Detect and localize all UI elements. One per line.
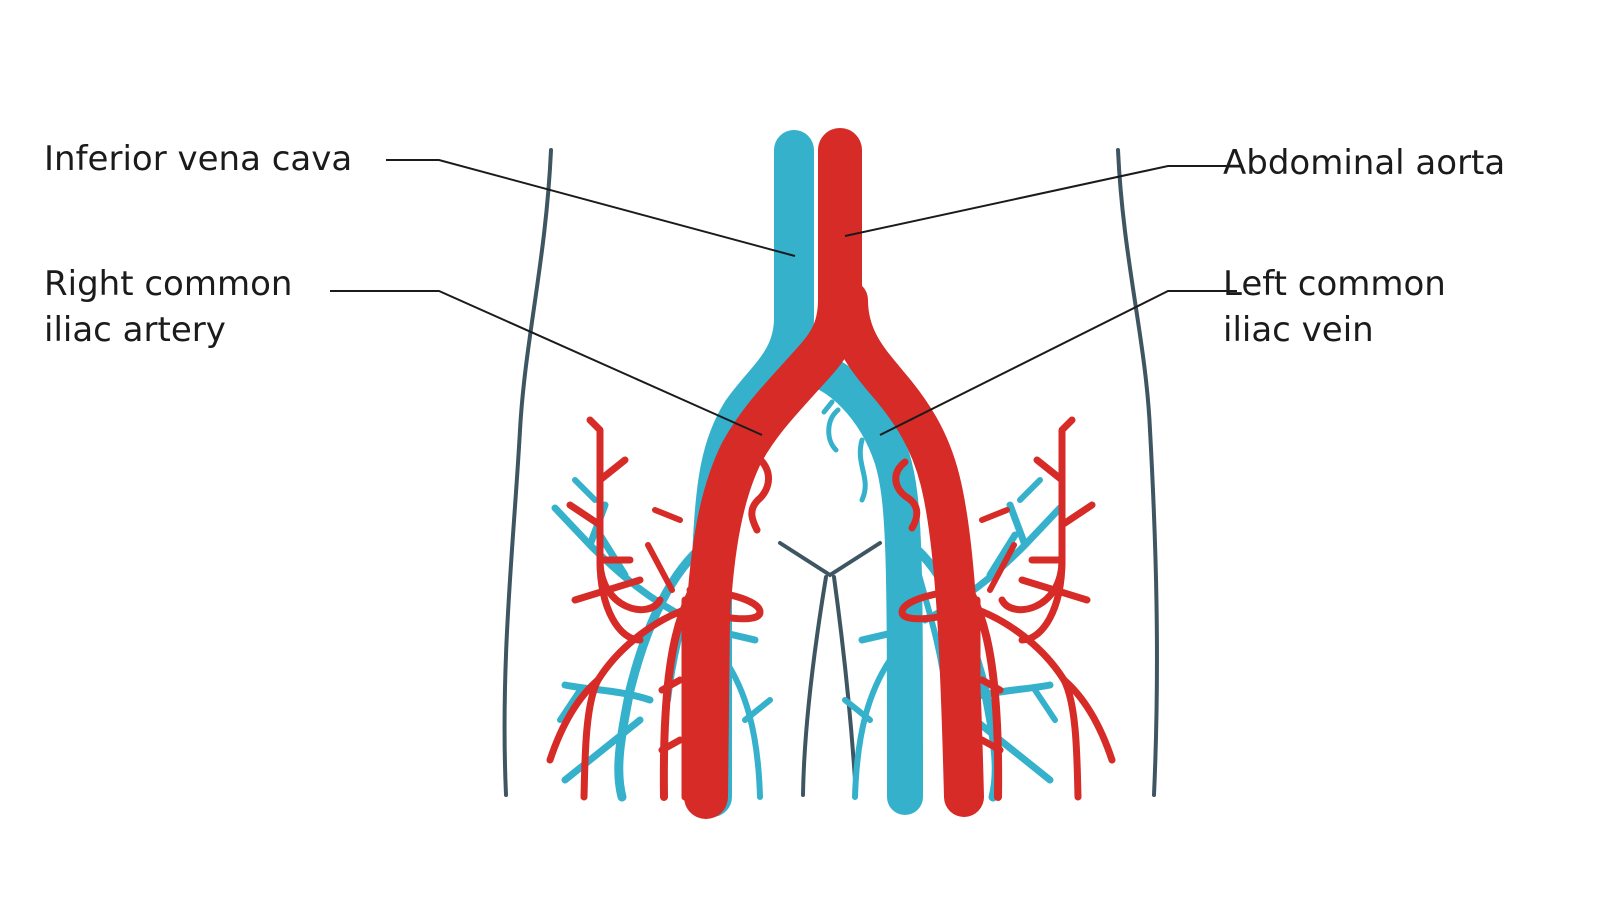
right-artery-branch bbox=[645, 507, 683, 593]
abdominal-aorta bbox=[684, 128, 862, 819]
right-vein-branch bbox=[722, 657, 773, 800]
right-artery-branch bbox=[546, 416, 644, 764]
pelvic-artery bbox=[748, 451, 772, 534]
body-outline-left bbox=[502, 148, 553, 797]
pelvic-artery bbox=[892, 458, 921, 532]
label-left-common-iliac-vein-line-1: Left common bbox=[1223, 264, 1446, 304]
label-inferior-vena-cava-text: Inferior vena cava bbox=[44, 139, 353, 179]
left-vein-branch bbox=[842, 657, 893, 800]
label-inferior-vena-cava: Inferior vena cava bbox=[44, 136, 352, 182]
body-outline-right bbox=[1116, 148, 1159, 797]
leader-inferior-vena-cava bbox=[386, 159, 796, 257]
leader-right-common-iliac-artery bbox=[330, 290, 763, 436]
label-abdominal-aorta-text: Abdominal aorta bbox=[1223, 143, 1506, 183]
left-artery-branch bbox=[979, 507, 1017, 593]
label-left-common-iliac-vein: Left common iliac vein bbox=[1223, 261, 1446, 353]
left-artery-branch bbox=[1018, 416, 1116, 764]
left-common-iliac-artery bbox=[828, 280, 984, 817]
leader-lines bbox=[330, 159, 1237, 436]
right-artery-branch bbox=[571, 556, 764, 623]
arterial-system bbox=[546, 128, 1116, 819]
pelvic-vein bbox=[857, 437, 868, 503]
pubic-outline bbox=[778, 541, 882, 578]
left-artery-branch bbox=[973, 596, 1004, 801]
label-right-common-iliac-artery-line-1: Right common bbox=[44, 264, 293, 304]
leader-abdominal-aorta bbox=[844, 165, 1237, 237]
leader-left-common-iliac-vein bbox=[879, 290, 1237, 436]
thigh-divider bbox=[801, 575, 858, 797]
label-left-common-iliac-vein-line-2: iliac vein bbox=[1223, 310, 1374, 350]
right-artery-branch bbox=[658, 596, 689, 801]
label-abdominal-aorta: Abdominal aorta bbox=[1223, 140, 1505, 186]
label-right-common-iliac-artery-line-2: iliac artery bbox=[44, 310, 226, 350]
pelvic-vein bbox=[821, 399, 841, 453]
body-outline bbox=[502, 148, 1159, 797]
label-right-common-iliac-artery: Right common iliac artery bbox=[44, 261, 292, 353]
right-vein-branch bbox=[614, 535, 717, 802]
left-artery-branch bbox=[898, 556, 1091, 623]
